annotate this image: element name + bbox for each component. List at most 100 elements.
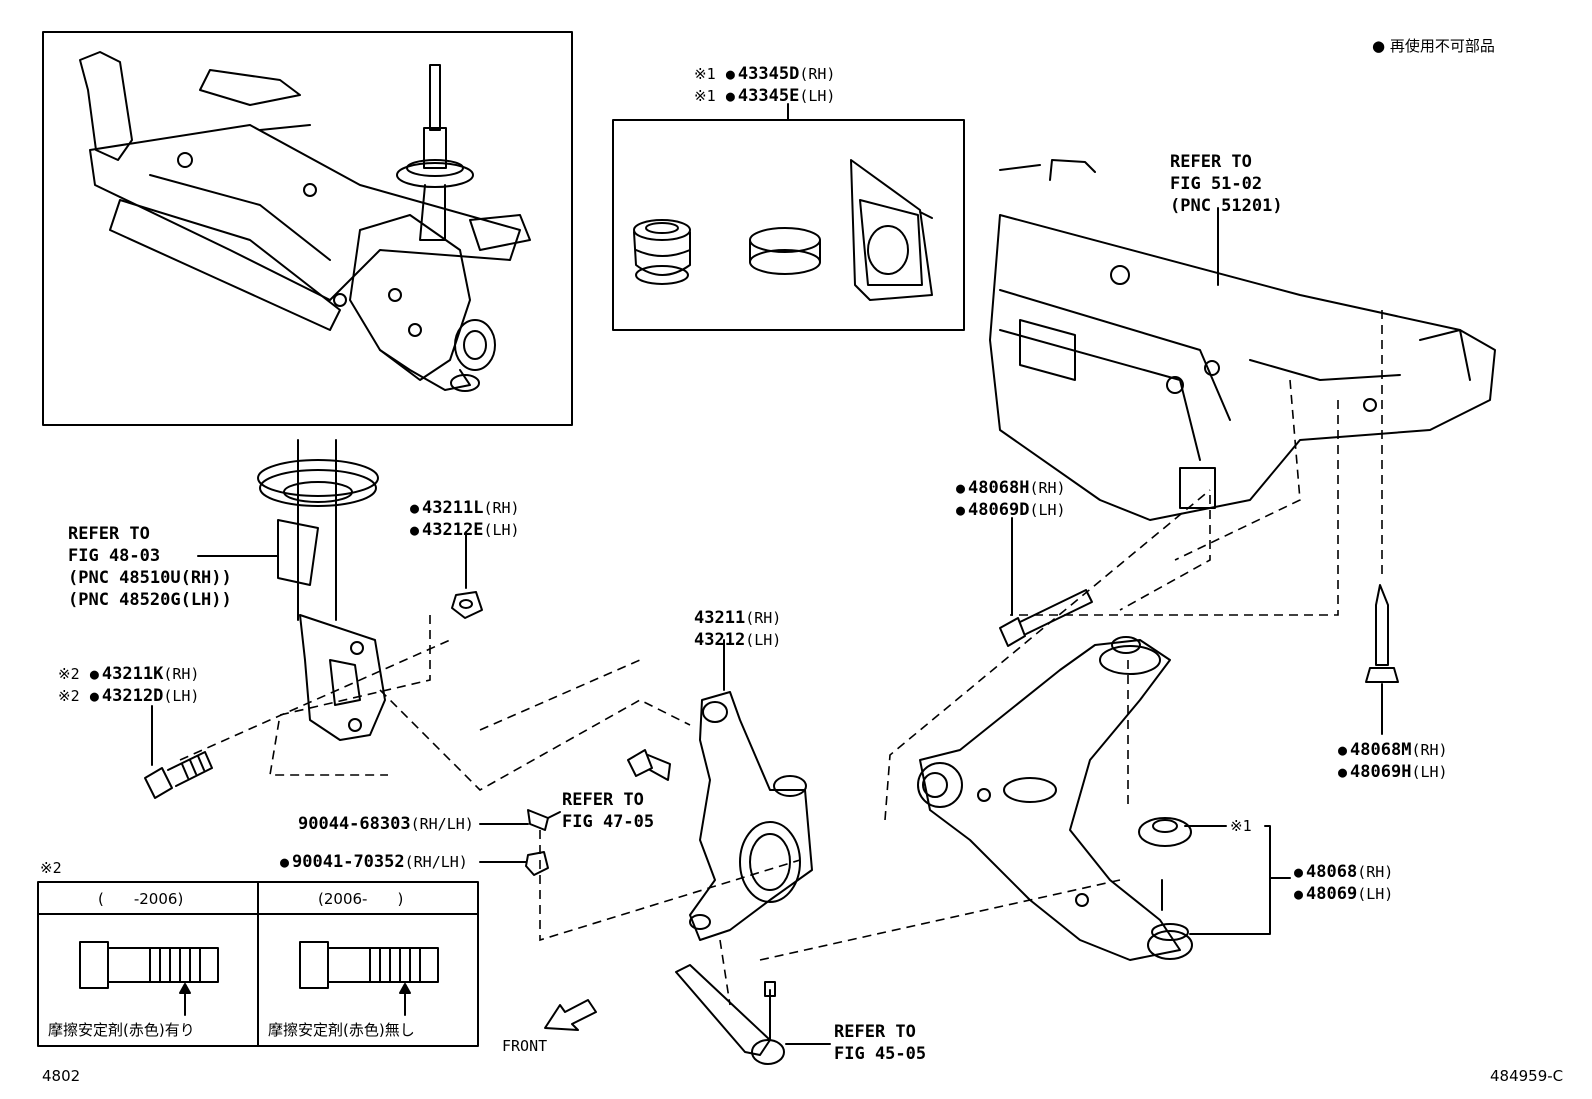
boot-kit-box	[612, 119, 965, 331]
side-mark: (LH)	[483, 521, 520, 539]
label-43211[interactable]: 43211(RH)	[694, 608, 781, 628]
steering-knuckle	[689, 691, 813, 941]
bolt-without-adhesive	[299, 941, 439, 1016]
side-mark: (LH)	[1357, 885, 1394, 903]
lower-arm-front-bolt	[999, 589, 1093, 647]
boot-band	[749, 227, 821, 275]
label-90041-70352[interactable]: 90041-70352(RH/LH)	[280, 852, 468, 872]
part-number: 43212E	[410, 520, 483, 540]
illustration-number: 484959-C	[1490, 1067, 1564, 1085]
label-43345e[interactable]: ※1 43345E(LH)	[694, 86, 835, 106]
label-43211k[interactable]: ※2 43211K(RH)	[58, 664, 199, 684]
side-mark: (LH)	[1411, 763, 1448, 781]
note-mark-arm: ※1	[1230, 817, 1252, 835]
strut-nut	[451, 591, 483, 619]
dust-boot	[633, 219, 691, 285]
label-43211l[interactable]: 43211L(RH)	[410, 498, 520, 518]
side-mark: (RH)	[799, 65, 836, 83]
tie-rod-end	[675, 964, 785, 1065]
ball-joint	[1138, 817, 1193, 960]
label-43212[interactable]: 43212(LH)	[694, 630, 781, 650]
ref-knuckle-line1[interactable]: REFER TO	[562, 790, 644, 810]
side-mark: (LH)	[163, 687, 200, 705]
ref-frame-line3[interactable]: (PNC 51201)	[1170, 196, 1283, 216]
ref-strut-line1[interactable]: REFER TO	[68, 524, 150, 544]
part-number: 90041-70352	[280, 852, 405, 872]
label-48068h[interactable]: 48068H(RH)	[956, 478, 1066, 498]
ref-frame-line1[interactable]: REFER TO	[1170, 152, 1252, 172]
label-48069[interactable]: 48069(LH)	[1294, 884, 1393, 904]
lower-control-arm	[917, 636, 1181, 961]
label-48068[interactable]: 48068(RH)	[1294, 862, 1393, 882]
side-mark: (RH)	[745, 609, 782, 627]
ref-knuckle-line2[interactable]: FIG 47-05	[562, 812, 655, 832]
part-number: 48069	[1294, 884, 1357, 904]
side-mark: (RH/LH)	[404, 853, 468, 871]
legend-symbol: ●	[1372, 37, 1386, 55]
table-note-mark: ※2	[40, 859, 62, 877]
ref-frame-line2[interactable]: FIG 51-02	[1170, 174, 1263, 194]
side-mark: (RH/LH)	[410, 815, 474, 833]
assembly-lines	[179, 310, 1383, 1006]
table-col2-header: (2006- )	[318, 890, 404, 908]
side-mark: (LH)	[745, 631, 782, 649]
part-number: 43211L	[410, 498, 483, 518]
note-mark: ※1	[694, 65, 716, 83]
castle-nut	[525, 851, 549, 876]
part-number: 43345D	[726, 64, 799, 84]
part-number: 43211K	[90, 664, 163, 684]
knuckle-bolt	[627, 749, 671, 781]
part-number: 43345E	[726, 86, 799, 106]
shock-absorber	[257, 439, 386, 741]
ref-strut-line3[interactable]: (PNC 48510U(RH))	[68, 568, 232, 588]
note-mark: ※2	[58, 665, 80, 683]
overview-inset-box	[42, 31, 573, 426]
label-43212d[interactable]: ※2 43212D(LH)	[58, 686, 199, 706]
side-mark: (RH)	[1357, 863, 1394, 881]
bolt-with-adhesive	[79, 941, 219, 1016]
part-number: 90044-68303	[298, 814, 411, 834]
strut-bolt	[144, 751, 213, 799]
ref-strut-line4[interactable]: (PNC 48520G(LH))	[68, 590, 232, 610]
front-arrow	[544, 999, 597, 1031]
overview-assembly	[79, 51, 531, 392]
front-label: FRONT	[502, 1037, 548, 1055]
label-48069h[interactable]: 48069H(LH)	[1338, 762, 1448, 782]
side-mark: (LH)	[799, 87, 836, 105]
label-48068m[interactable]: 48068M(RH)	[1338, 740, 1448, 760]
suspension-crossmember	[989, 159, 1496, 521]
ref-strut-line2[interactable]: FIG 48-03	[68, 546, 161, 566]
label-90044-68303[interactable]: 90044-68303(RH/LH)	[298, 814, 474, 834]
part-number: 48069H	[1338, 762, 1411, 782]
table-col1-header: ( -2006)	[98, 890, 184, 908]
legend: ● 再使用不可部品	[1372, 36, 1495, 56]
part-number: 48068H	[956, 478, 1029, 498]
legend-text: 再使用不可部品	[1389, 37, 1495, 55]
grease-packet	[850, 159, 933, 301]
note-mark: ※2	[58, 687, 80, 705]
ref-tie-rod-line2[interactable]: FIG 45-05	[834, 1044, 927, 1064]
side-mark: (RH)	[1411, 741, 1448, 759]
lower-arm-rear-bolt	[1365, 584, 1399, 683]
part-number: 43211	[694, 608, 746, 628]
label-48069d[interactable]: 48069D(LH)	[956, 500, 1066, 520]
part-number: 48068	[1294, 862, 1357, 882]
ref-tie-rod-line1[interactable]: REFER TO	[834, 1022, 916, 1042]
side-mark: (LH)	[1029, 501, 1066, 519]
table-col2-caption: 摩擦安定剤(赤色)無し	[268, 1021, 415, 1039]
part-number: 43212D	[90, 686, 163, 706]
note-mark: ※1	[694, 87, 716, 105]
label-43212e[interactable]: 43212E(LH)	[410, 520, 520, 540]
side-mark: (RH)	[1029, 479, 1066, 497]
part-number: 48068M	[1338, 740, 1411, 760]
part-number: 48069D	[956, 500, 1029, 520]
side-mark: (RH)	[483, 499, 520, 517]
side-mark: (RH)	[163, 665, 200, 683]
table-col1-caption: 摩擦安定剤(赤色)有り	[48, 1021, 195, 1039]
cotter-pin	[527, 809, 561, 831]
label-43345d[interactable]: ※1 43345D(RH)	[694, 64, 835, 84]
part-number: 43212	[694, 630, 746, 650]
figure-number: 4802	[42, 1067, 81, 1085]
